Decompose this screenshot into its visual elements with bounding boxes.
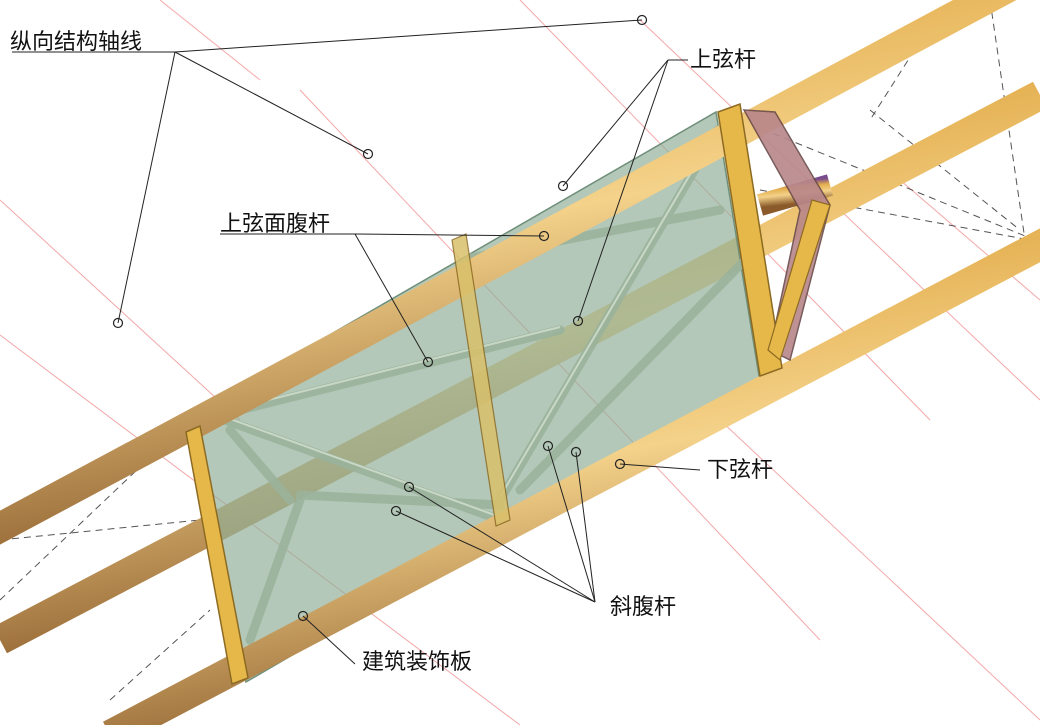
web-members xyxy=(220,125,750,645)
label-diagonal-web: 斜腹杆 xyxy=(610,595,677,620)
top-chord-pipe xyxy=(0,0,1017,545)
label-top-chord: 上弦杆 xyxy=(690,48,757,73)
web-highlights xyxy=(224,126,719,518)
label-longitudinal-axis: 纵向结构轴线 xyxy=(10,30,143,55)
leader-lines xyxy=(12,19,701,665)
label-decor-panel: 建筑装饰板 xyxy=(362,650,473,675)
label-top-web: 上弦面腹杆 xyxy=(220,212,331,237)
label-bottom-chord: 下弦杆 xyxy=(707,458,774,483)
end-plates xyxy=(185,102,831,686)
target-markers xyxy=(112,14,648,622)
